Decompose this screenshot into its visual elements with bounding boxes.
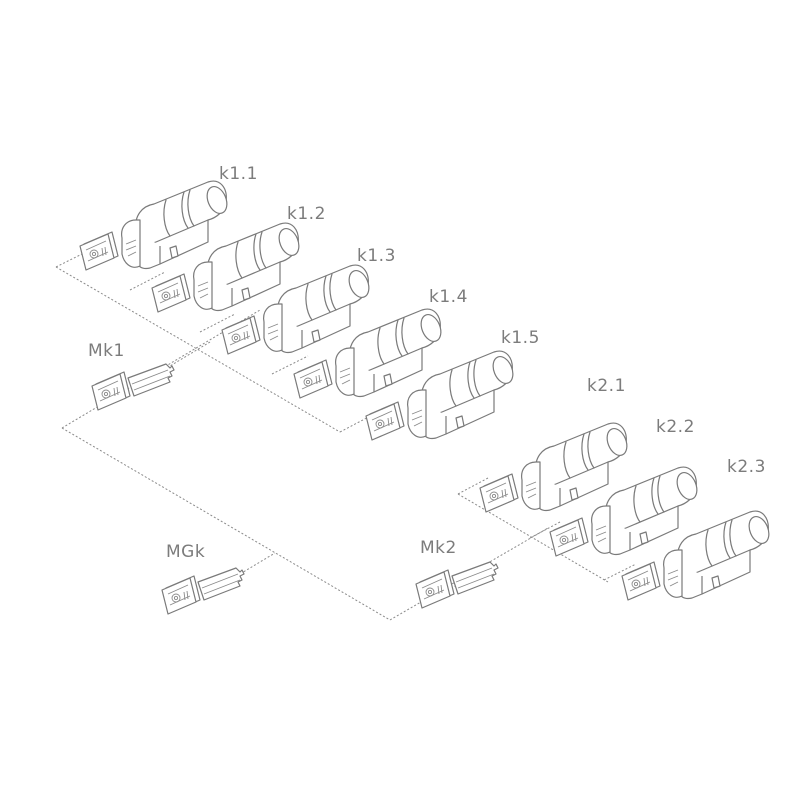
label-k1-4: k1.4 [429,287,468,307]
label-k2-1: k2.1 [587,376,626,396]
label-k2-2: k2.2 [656,417,695,437]
cylinder-k1-3 [222,265,373,354]
cylinder-k1-1 [80,181,231,270]
cylinder-k2-2 [550,467,701,556]
label-k1-2: k1.2 [287,204,326,224]
connector-group2-branches [457,477,637,581]
master-key-mgk [162,568,244,614]
connector-group1-left [55,266,341,433]
label-k1-3: k1.3 [357,246,396,266]
master-key-mk2 [416,562,498,608]
connector-mk2-group [389,527,549,621]
cylinder-k1-5 [366,351,517,440]
label-k1-5: k1.5 [501,328,540,348]
master-key-mk1 [92,364,174,410]
label-mgk: MGk [166,542,205,562]
cylinder-k2-1 [480,423,631,512]
cylinder-k1-4 [294,309,445,398]
label-mk1: Mk1 [88,341,125,361]
connector-mgk-trunk [61,427,391,621]
label-k2-3: k2.3 [727,457,766,477]
label-mk2: Mk2 [420,538,457,558]
cylinder-k2-3 [622,511,773,600]
connector-group2-left [457,493,609,583]
label-k1-1: k1.1 [219,164,258,184]
